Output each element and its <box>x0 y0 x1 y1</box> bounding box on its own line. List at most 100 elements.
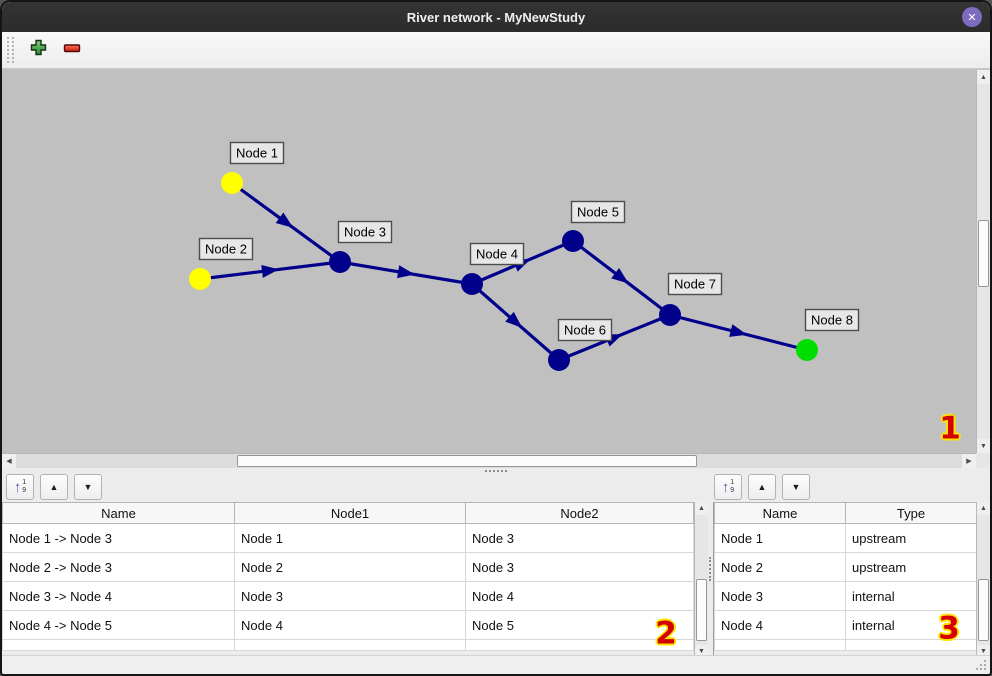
add-node-button[interactable] <box>24 36 52 64</box>
table-cell[interactable]: Node 3 <box>714 581 846 611</box>
scroll-thumb[interactable] <box>978 579 989 641</box>
close-button[interactable]: ✕ <box>962 7 982 27</box>
horizontal-splitter[interactable] <box>2 468 990 473</box>
table-cell[interactable]: Node 3 <box>465 552 694 582</box>
edge-arrowhead-icon <box>261 265 279 278</box>
scroll-up-icon[interactable]: ▲ <box>977 502 990 515</box>
canvas-horizontal-scrollbar[interactable]: ◀ ▶ <box>2 453 976 468</box>
canvas-vertical-scrollbar[interactable]: ▲ ▼ <box>976 70 990 453</box>
nodes-move-up-button[interactable]: ▲ <box>748 474 776 500</box>
node-label-box[interactable] <box>469 242 525 266</box>
table-cell[interactable]: upstream <box>845 552 977 582</box>
column-header[interactable]: Name <box>2 502 235 524</box>
node-label-box[interactable] <box>337 220 393 244</box>
minus-icon <box>63 41 81 60</box>
network-node[interactable] <box>329 251 351 273</box>
edge-arrowhead-icon <box>611 267 629 284</box>
network-node[interactable] <box>659 304 681 326</box>
table-cell[interactable]: Node 4 <box>465 581 694 611</box>
scroll-down-icon[interactable]: ▼ <box>977 645 990 658</box>
branches-move-up-button[interactable]: ▲ <box>40 474 68 500</box>
node-label: Node 1 <box>236 146 278 161</box>
network-node[interactable] <box>796 339 818 361</box>
vertical-splitter[interactable] <box>709 557 712 581</box>
network-node[interactable] <box>221 172 243 194</box>
table-cell[interactable]: internal <box>845 610 977 640</box>
node-label-box[interactable] <box>557 318 613 342</box>
table-cell <box>714 639 846 651</box>
toolbar <box>2 32 990 70</box>
toolbar-drag-handle[interactable] <box>7 37 14 63</box>
remove-node-button[interactable] <box>58 36 86 64</box>
table-cell[interactable]: internal <box>845 581 977 611</box>
scroll-up-icon[interactable]: ▲ <box>977 70 990 84</box>
node-label-box[interactable] <box>804 308 860 332</box>
node-label-box[interactable] <box>570 200 626 224</box>
table-cell[interactable]: Node 3 -> Node 4 <box>2 581 235 611</box>
branches-move-down-button[interactable]: ▼ <box>74 474 102 500</box>
table-cell[interactable]: Node 5 <box>465 610 694 640</box>
table-cell[interactable]: Node 4 <box>234 610 466 640</box>
table-cell[interactable]: Node 1 <box>714 523 846 553</box>
network-node[interactable] <box>548 349 570 371</box>
table-cell[interactable]: upstream <box>845 523 977 553</box>
table-cell[interactable]: Node 1 <box>234 523 466 553</box>
scroll-thumb[interactable] <box>696 579 707 641</box>
scroll-right-icon[interactable]: ▶ <box>962 454 976 468</box>
node-label-box[interactable] <box>229 141 285 165</box>
node-label: Node 4 <box>476 247 518 262</box>
table-cell <box>845 639 977 651</box>
table-cell[interactable]: Node 1 -> Node 3 <box>2 523 235 553</box>
plus-icon <box>30 39 47 61</box>
table-cell <box>234 639 466 651</box>
table-cell[interactable]: Node 2 <box>714 552 846 582</box>
table-cell[interactable]: Node 2 -> Node 3 <box>2 552 235 582</box>
column-header[interactable]: Node2 <box>465 502 694 524</box>
scroll-down-icon[interactable]: ▼ <box>695 645 708 658</box>
scroll-left-icon[interactable]: ◀ <box>2 454 16 468</box>
branches-table-scrollbar[interactable]: ▲ ▼ <box>694 502 708 658</box>
horizontal-scroll-thumb[interactable] <box>237 455 697 467</box>
table-cell[interactable]: Node 4 -> Node 5 <box>2 610 235 640</box>
column-header[interactable]: Node1 <box>234 502 466 524</box>
resize-grip-icon[interactable] <box>976 660 986 670</box>
table-cell[interactable]: Node 4 <box>714 610 846 640</box>
node-label: Node 3 <box>344 225 386 240</box>
node-label: Node 8 <box>811 313 853 328</box>
table-cell[interactable]: Node 3 <box>465 523 694 553</box>
network-node[interactable] <box>189 268 211 290</box>
network-node[interactable] <box>461 273 483 295</box>
partial-row <box>714 639 977 651</box>
vertical-scroll-thumb[interactable] <box>978 220 989 287</box>
nodes-table-scrollbar[interactable]: ▲ ▼ <box>976 502 990 658</box>
titlebar[interactable]: River network - MyNewStudy ✕ <box>2 2 990 32</box>
table-cell[interactable]: Node 2 <box>234 552 466 582</box>
node-label-box[interactable] <box>667 272 723 296</box>
arrow-down-icon: ▼ <box>791 482 801 492</box>
nodes-move-down-button[interactable]: ▼ <box>782 474 810 500</box>
scroll-down-icon[interactable]: ▼ <box>977 439 990 453</box>
node-label-box[interactable] <box>198 237 254 261</box>
table-cell[interactable]: Node 3 <box>234 581 466 611</box>
column-header[interactable]: Name <box>714 502 846 524</box>
column-header[interactable]: Type <box>845 502 977 524</box>
scroll-up-icon[interactable]: ▲ <box>695 502 708 515</box>
network-node[interactable] <box>562 230 584 252</box>
